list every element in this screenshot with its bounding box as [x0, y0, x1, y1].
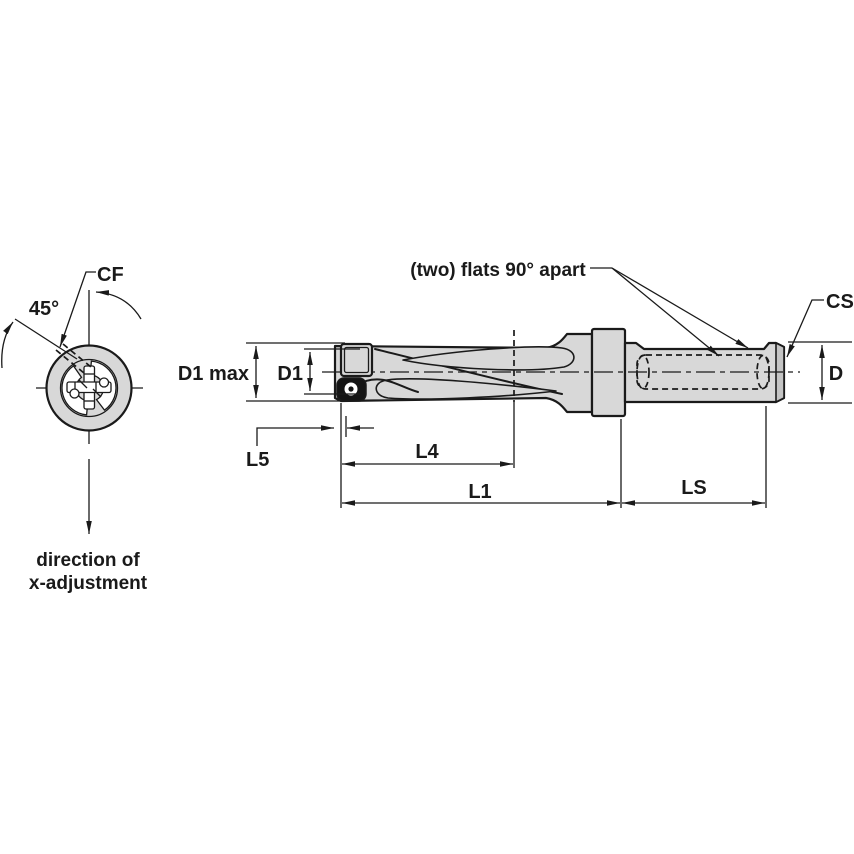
insert-screw — [348, 386, 354, 392]
drill-core-circle — [59, 358, 119, 418]
cf-label: CF — [97, 264, 124, 286]
dimensions: D1 max D1 L5 L4 L1 LS D — [178, 330, 852, 508]
flats-note-label: (two) flats 90° apart — [410, 260, 586, 281]
flute-runout-line — [365, 378, 419, 393]
cs-leader-line — [786, 299, 824, 358]
flats-leader-2 — [611, 267, 749, 349]
cf-leader-line — [59, 271, 96, 348]
l1-label: L1 — [468, 481, 491, 503]
hidden-insert-edge — [62, 343, 92, 368]
outer-insert — [343, 346, 370, 374]
hidden-flat-end — [636, 354, 650, 390]
ls-label: LS — [681, 477, 707, 499]
d1-label: D1 — [277, 363, 303, 385]
l5-label: L5 — [246, 449, 269, 471]
angle-reference-line — [14, 318, 78, 360]
d-label: D — [829, 363, 843, 385]
angle-arc-arrow-left — [1, 321, 14, 369]
clamp-screw — [98, 377, 110, 388]
flats-leader-1 — [611, 267, 720, 357]
drill-body — [333, 332, 594, 414]
angle-arc-arrow-right — [95, 290, 142, 320]
clamp-screw — [69, 388, 80, 399]
front-view: 45° CF direction of x-adjustment — [1, 264, 148, 594]
flute-groove-upper — [402, 346, 575, 371]
angle-label: 45° — [29, 298, 59, 320]
side-view — [322, 327, 800, 418]
direction-label-line1: direction of — [36, 550, 140, 571]
direction-label-line2: x-adjustment — [29, 573, 148, 594]
cs-label: CS — [826, 291, 854, 313]
annotations: (two) flats 90° apart CS — [410, 260, 854, 358]
d1max-label: D1 max — [178, 363, 249, 385]
cutting-edge-line — [92, 388, 102, 398]
l5-dimension-leader — [256, 425, 334, 446]
outer-insert-pocket — [339, 342, 374, 378]
flute-cutout-upper — [89, 360, 117, 411]
l4-label: L4 — [415, 441, 439, 463]
hidden-insert-edge — [55, 349, 85, 374]
flute-groove-lower — [375, 378, 557, 400]
cutting-edge-line — [78, 379, 88, 389]
